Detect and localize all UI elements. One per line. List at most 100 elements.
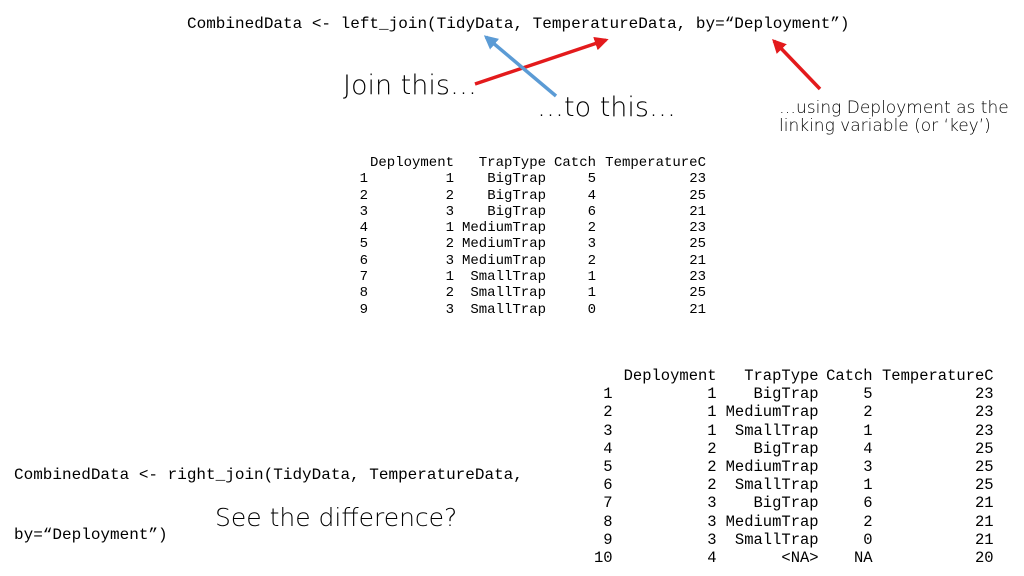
table-cell: 20 (975, 549, 994, 568)
table-cell: 23 (689, 220, 706, 237)
table-cell: 2 (863, 512, 873, 531)
table-cell: 2 (707, 439, 717, 458)
table-cell: 23 (975, 421, 994, 440)
table-cell: 5 (587, 171, 596, 188)
table-cell: 21 (975, 512, 994, 531)
table-cell: 4 (707, 549, 717, 568)
table-cell: 4 (587, 187, 596, 204)
table-cell: 2 (587, 252, 596, 269)
column-header: TemperatureC (881, 367, 994, 385)
table-cell: MediumTrap (725, 403, 819, 422)
table-row: 1 1 BigTrap 5 23 (348, 171, 706, 187)
using-deployment-line2: linking variable (or ‘key’) (779, 116, 991, 136)
table-cell: 25 (975, 458, 994, 477)
row-index: 4 (359, 220, 368, 237)
table-cell: 1 (445, 220, 454, 237)
right-join-code: CombinedData <- right_join(TidyData, Tem… (14, 425, 523, 565)
row-index: 2 (359, 187, 368, 204)
table-cell: BigTrap (487, 203, 546, 220)
row-index: 1 (359, 171, 368, 188)
table-cell: 1 (445, 171, 454, 188)
arrow-join-this (474, 36, 609, 86)
table-cell: 4 (863, 439, 873, 458)
table-cell: 25 (689, 285, 706, 302)
using-deployment-label: …using Deployment as the linking variabl… (779, 99, 1009, 135)
table-cell: 2 (707, 476, 717, 495)
table-cell: 1 (863, 421, 873, 440)
row-index: 3 (359, 203, 368, 220)
arrow-using-key (772, 38, 822, 91)
column-header: Catch (553, 155, 596, 171)
table-cell: 3 (863, 458, 873, 477)
table-cell: 1 (587, 269, 596, 286)
table-cell: 1 (445, 269, 454, 286)
row-index: 3 (603, 421, 613, 440)
table-cell: SmallTrap (470, 301, 546, 318)
table-cell: 1 (587, 285, 596, 302)
row-index: 1 (603, 385, 613, 404)
table-cell: 21 (689, 301, 706, 318)
table-cell: SmallTrap (734, 476, 819, 495)
table-cell: 25 (689, 236, 706, 253)
table-cell: 3 (445, 301, 454, 318)
arrow-to-this (483, 35, 558, 98)
table-cell: BigTrap (753, 494, 819, 513)
right-join-code-line2: by=“Deployment”) (14, 526, 168, 544)
table-cell: 2 (445, 236, 454, 253)
table-cell: 2 (445, 285, 454, 302)
table-cell: 21 (975, 530, 994, 549)
table-cell: 2 (707, 458, 717, 477)
table-cell: 23 (689, 269, 706, 286)
table-cell: MediumTrap (461, 236, 546, 253)
table-cell: 21 (975, 494, 994, 513)
left-join-result-table: Deployment TrapType Catch TemperatureC 1… (348, 155, 706, 318)
table-header-row: Deployment TrapType Catch TemperatureC (594, 367, 994, 385)
table-cell: <NA> (781, 549, 819, 568)
row-index: 7 (603, 494, 613, 513)
table-cell: 2 (863, 403, 873, 422)
table-cell: MediumTrap (725, 458, 819, 477)
table-cell: 5 (863, 385, 873, 404)
column-header: TemperatureC (605, 155, 706, 171)
table-cell: 3 (587, 236, 596, 253)
join-this-label: Join this… (343, 70, 477, 101)
table-cell: 3 (707, 530, 717, 549)
table-cell: 6 (587, 203, 596, 220)
row-index: 6 (359, 252, 368, 269)
left-join-code: CombinedData <- left_join(TidyData, Temp… (187, 15, 850, 33)
table-cell: 25 (975, 439, 994, 458)
table-cell: BigTrap (753, 385, 819, 404)
table-cell: SmallTrap (470, 269, 546, 286)
table-cell: SmallTrap (470, 285, 546, 302)
using-deployment-line1: …using Deployment as the (779, 98, 1009, 118)
row-index: 9 (603, 530, 613, 549)
table-cell: BigTrap (487, 187, 546, 204)
table-cell: 0 (587, 301, 596, 318)
row-index: 9 (359, 301, 368, 318)
column-header: TrapType (478, 155, 546, 171)
table-cell: 0 (863, 530, 873, 549)
table-cell: 23 (689, 171, 706, 188)
table-cell: 23 (975, 403, 994, 422)
table-cell: BigTrap (487, 171, 546, 188)
table-cell: NA (854, 549, 873, 568)
row-index: 5 (359, 236, 368, 253)
table-header-row: Deployment TrapType Catch TemperatureC (348, 155, 706, 171)
table-cell: 23 (975, 385, 994, 404)
table-cell: 3 (445, 203, 454, 220)
table-cell: 3 (707, 512, 717, 531)
table-cell: 3 (445, 252, 454, 269)
table-cell: 1 (707, 403, 717, 422)
